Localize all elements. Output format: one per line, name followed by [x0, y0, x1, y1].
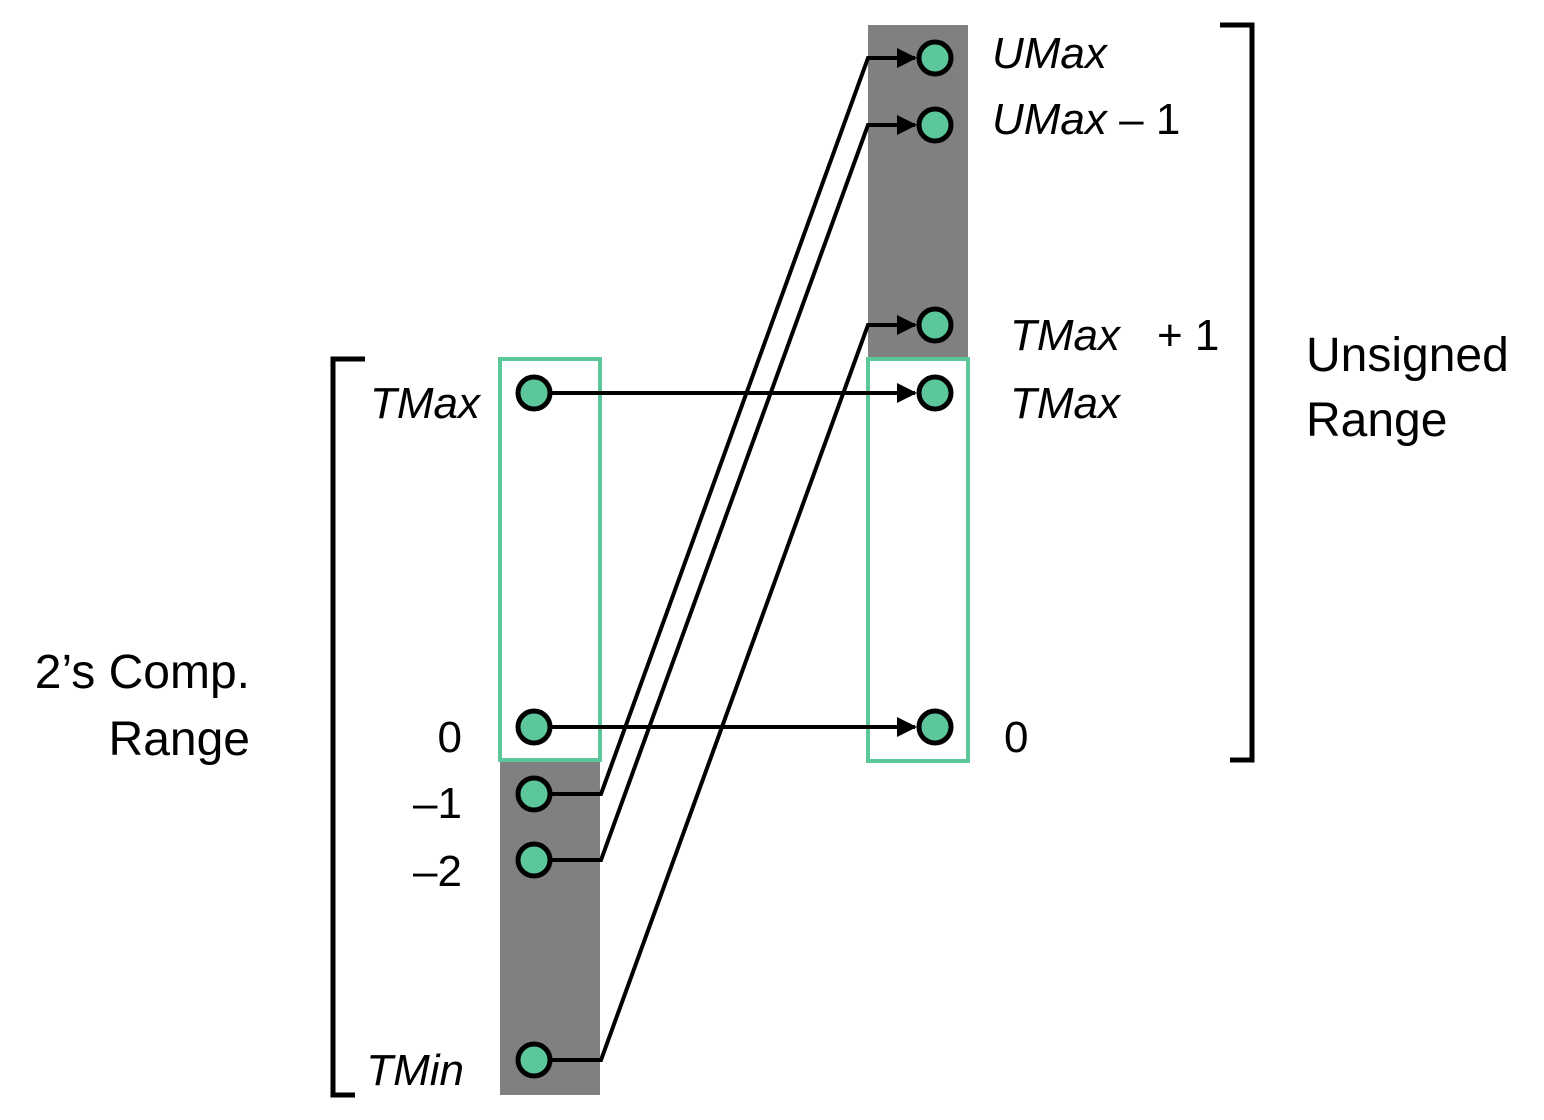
node-left-neg1 [515, 775, 553, 813]
node-right-umax-minus-1 [916, 106, 954, 144]
node-left-tmax [515, 374, 553, 412]
label-right-zero: 0 [1004, 713, 1028, 762]
label-left-zero: 0 [438, 713, 462, 762]
unsigned-range-bracket [1220, 22, 1255, 763]
twos-comp-range-title-line1: 2’s Comp. [35, 646, 250, 699]
node-left-tmin [515, 1041, 553, 1079]
label-right-tmax: TMax [1010, 379, 1122, 428]
negative-values-band [500, 760, 600, 1095]
map-neg1-to-umax [534, 48, 917, 796]
label-left-neg1: –1 [413, 779, 462, 828]
label-right-umax-minus-1-offset: – 1 [1107, 95, 1180, 144]
node-right-tmax [916, 374, 954, 412]
unsigned-range-title-line1: Unsigned [1306, 329, 1509, 382]
node-left-zero [515, 708, 553, 746]
label-left-tmax: TMax [370, 379, 482, 428]
node-right-tmax-plus-1 [916, 306, 954, 344]
map-tmin-to-tmax-plus-1 [534, 315, 917, 1062]
left-nonnegative-box [498, 357, 602, 762]
twos-comp-range-bracket [330, 356, 365, 1098]
label-left-neg2: –2 [413, 847, 462, 896]
label-right-umax-minus-1: UMax – 1 [992, 95, 1180, 144]
label-right-umax: UMax [992, 29, 1109, 78]
map-neg2-to-umax-minus-1 [534, 115, 917, 862]
unsigned-range-title-line2: Range [1306, 394, 1447, 447]
node-left-neg2 [515, 841, 553, 879]
upper-unsigned-band [868, 25, 968, 358]
label-right-umax-minus-1-name: UMax [992, 95, 1109, 144]
label-left-tmin: TMin [366, 1046, 464, 1095]
node-right-zero [916, 708, 954, 746]
right-nonnegative-box [866, 357, 970, 763]
label-right-tmax-plus-1-name: TMax [1010, 311, 1122, 360]
node-right-umax [916, 39, 954, 77]
label-right-tmax-plus-1-offset: + 1 [1157, 311, 1219, 360]
twos-comp-range-title-line2: Range [109, 713, 250, 766]
